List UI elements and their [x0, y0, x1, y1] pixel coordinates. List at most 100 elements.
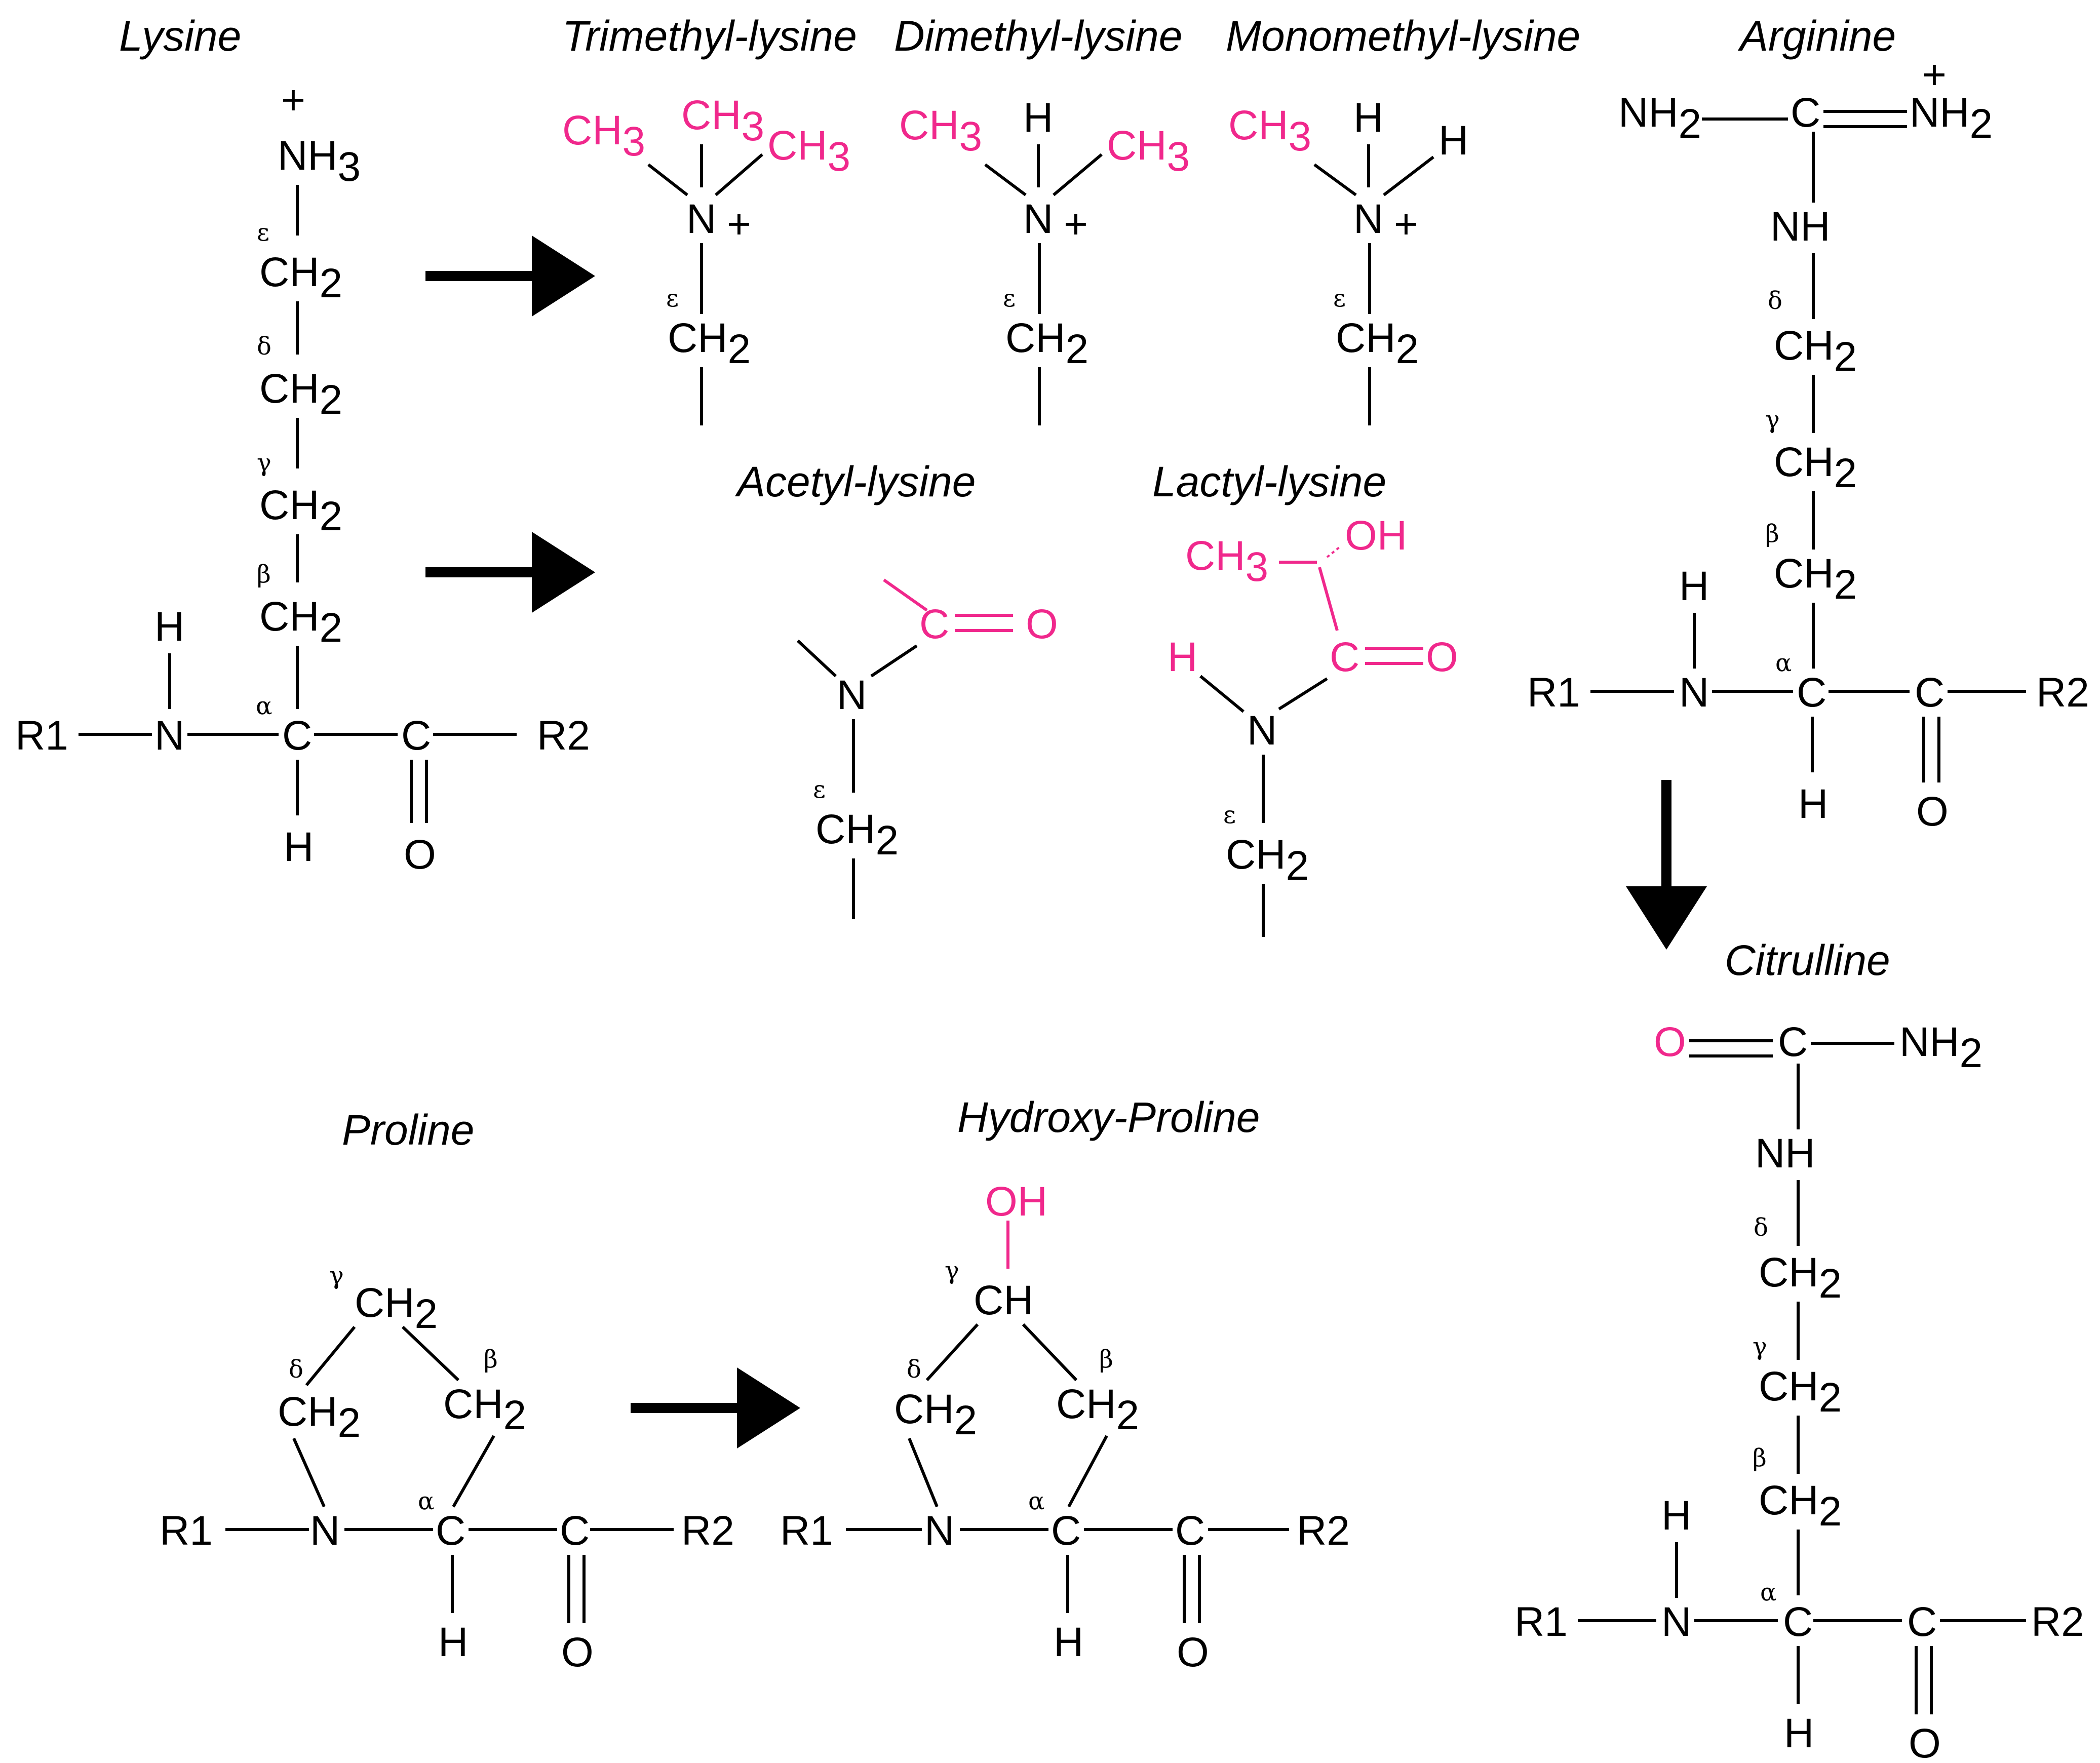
structure-proline: γ CH2 δ CH2 β CH2 α C N R1 C R2 H O: [160, 1262, 734, 1675]
trimethyl-bond: [647, 163, 688, 197]
hydroxyproline-ch2-beta: CH2: [1056, 1381, 1139, 1438]
arrow-arginine-to-citrulline: [1626, 780, 1707, 950]
hydroxyproline-oh: OH: [985, 1179, 1047, 1225]
dimethyl-ch3-left: CH3: [899, 102, 982, 160]
arrow-proline-to-hydroxyproline: [631, 1367, 800, 1448]
structure-lactyl-lysine: CH3 OH C O H N ε CH2: [1168, 513, 1458, 937]
structure-trimethyl-lysine: CH3 CH3 CH3 N + ε CH2: [562, 92, 850, 425]
dimethyl-n: N: [1023, 196, 1053, 242]
trimethyl-ch3-right: CH3: [767, 123, 850, 180]
arginine-delta-label: δ: [1768, 287, 1782, 315]
arginine-nh2-left: NH2: [1618, 90, 1701, 147]
lactyl-bond: [1318, 567, 1339, 631]
title-hydroxy-proline: Hydroxy-Proline: [957, 1093, 1260, 1141]
structure-arginine: NH2 C + NH2 NH δ CH2 γ CH2 β CH2 α C H N…: [1527, 52, 2089, 835]
title-arginine: Arginine: [1737, 12, 1896, 60]
citrulline-urea-o: O: [1654, 1019, 1686, 1065]
trimethyl-bond: [715, 153, 763, 197]
arginine-nh2-right: NH2: [1910, 90, 1993, 147]
title-lactyl-lysine: Lactyl-lysine: [1152, 458, 1386, 505]
lysine-ch2-epsilon: CH2: [259, 249, 342, 306]
arginine-c-alpha: C: [1797, 670, 1826, 716]
structure-citrulline: O C NH2 NH δ CH2 γ CH2 β CH2 α C H N R1 …: [1514, 1019, 2084, 1763]
lysine-alpha-label: α: [256, 692, 272, 720]
lactyl-carbonyl-o: O: [1426, 634, 1458, 680]
arginine-ch2-gamma: CH2: [1774, 439, 1857, 496]
citrulline-r1: R1: [1514, 1599, 1568, 1645]
dimethyl-plus-charge: +: [1064, 201, 1088, 247]
acetyl-bond: [796, 639, 837, 678]
dimethyl-h: H: [1023, 95, 1053, 141]
citrulline-nh: NH: [1755, 1130, 1815, 1177]
trimethyl-n: N: [686, 196, 716, 242]
structure-lysine: + NH3 ε CH2 δ CH2 γ CH2 β CH2 α C H N R1…: [15, 77, 590, 878]
structure-dimethyl-lysine: CH3 H CH3 N + ε CH2: [899, 95, 1190, 425]
proline-ring-bond: [305, 1326, 356, 1386]
trimethyl-ch3-left: CH3: [562, 107, 645, 165]
structure-monomethyl-lysine: CH3 H H N + ε CH2: [1228, 95, 1468, 425]
acetyl-ch2: CH2: [815, 806, 899, 864]
arginine-gamma-label: γ: [1765, 406, 1780, 434]
lysine-carbonyl-o: O: [404, 832, 436, 878]
proline-n: N: [310, 1508, 340, 1554]
lysine-epsilon-label: ε: [257, 218, 269, 247]
monomethyl-n: N: [1353, 196, 1383, 242]
lysine-beta-label: β: [257, 560, 271, 589]
lactyl-carbonyl-c: C: [1330, 634, 1359, 680]
title-monomethyl-lysine: Monomethyl-lysine: [1226, 12, 1580, 60]
proline-c-alpha: C: [436, 1508, 465, 1554]
monomethyl-epsilon-label: ε: [1333, 284, 1346, 312]
title-proline: Proline: [342, 1106, 474, 1154]
hydroxyproline-delta-label: δ: [907, 1355, 921, 1384]
arginine-r1: R1: [1527, 670, 1580, 716]
arginine-nh: NH: [1770, 204, 1830, 250]
citrulline-ch2-delta: CH2: [1759, 1249, 1842, 1307]
citrulline-alpha-label: α: [1760, 1578, 1776, 1607]
hydroxyproline-carbonyl-o: O: [1177, 1629, 1209, 1675]
lactyl-oh: OH: [1345, 513, 1407, 559]
lactyl-bond: [1199, 675, 1245, 713]
dimethyl-ch2: CH2: [1005, 315, 1088, 372]
lysine-nh3-group: NH3: [278, 133, 361, 190]
lysine-r1: R1: [15, 713, 68, 759]
acetyl-bond: [870, 644, 918, 678]
proline-ring-bond: [401, 1325, 460, 1382]
monomethyl-bond: [1313, 163, 1357, 197]
proline-alpha-label: α: [418, 1487, 434, 1515]
lactyl-ch2: CH2: [1226, 832, 1309, 889]
proline-carbonyl-o: O: [561, 1629, 594, 1675]
lysine-amide-n: N: [154, 713, 184, 759]
hydroxyproline-ch2-delta: CH2: [894, 1386, 977, 1443]
hydroxyproline-carbonyl-c: C: [1175, 1508, 1205, 1554]
lysine-ch2-gamma: CH2: [259, 482, 342, 539]
hydroxyproline-ring-bond: [908, 1437, 939, 1508]
citrulline-beta-label: β: [1753, 1444, 1767, 1472]
hydroxyproline-r2: R2: [1297, 1508, 1350, 1554]
trimethyl-plus-charge: +: [727, 201, 751, 247]
acetyl-epsilon-label: ε: [813, 775, 826, 804]
citrulline-gamma-label: γ: [1753, 1333, 1767, 1361]
arginine-plus-charge: +: [1922, 52, 1947, 98]
structure-acetyl-lysine: C O N ε CH2: [796, 578, 1058, 919]
monomethyl-ch3: CH3: [1228, 102, 1311, 160]
arginine-ch2-beta: CH2: [1774, 551, 1857, 608]
monomethyl-bond: [1383, 155, 1434, 197]
lactyl-epsilon-label: ε: [1223, 801, 1236, 829]
proline-ring-bond: [292, 1437, 326, 1508]
reaction-arrows: [425, 236, 1707, 1448]
arrow-lysine-to-methyl: [425, 236, 595, 317]
hydroxyproline-ring-bond: [1022, 1323, 1078, 1382]
arginine-beta-label: β: [1765, 520, 1779, 548]
proline-gamma-label: γ: [329, 1262, 344, 1290]
hydroxyproline-r1: R1: [780, 1508, 833, 1554]
citrulline-ch2-gamma: CH2: [1759, 1363, 1842, 1421]
acetyl-n: N: [837, 672, 867, 718]
monomethyl-ch2: CH2: [1336, 315, 1419, 372]
lactyl-bond: [1278, 677, 1328, 711]
citrulline-amide-h: H: [1661, 1493, 1691, 1539]
citrulline-amide-n: N: [1661, 1599, 1691, 1645]
citrulline-r2: R2: [2031, 1599, 2084, 1645]
title-lysine: Lysine: [119, 12, 241, 60]
citrulline-alpha-h: H: [1784, 1710, 1814, 1756]
